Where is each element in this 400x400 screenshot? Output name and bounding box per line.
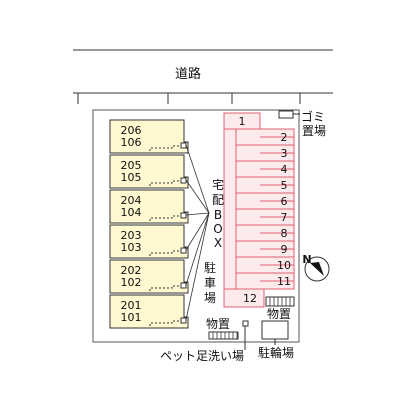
- garbage-label-1: ゴミ: [301, 109, 325, 124]
- building-outline: [109, 154, 189, 189]
- svg-text:O: O: [213, 222, 222, 236]
- building-outline: [109, 294, 189, 329]
- mailbox-marker: [180, 247, 187, 254]
- unit-number-lower: 102: [121, 276, 142, 289]
- bicycle-label: 駐輪場: [258, 345, 294, 360]
- leader-line: [185, 212, 210, 286]
- parking-space-number: 5: [281, 179, 288, 192]
- parking-aisle: [223, 128, 237, 290]
- leader-line: [185, 179, 210, 214]
- delivery-box-label: 宅 配 B O X: [212, 177, 224, 250]
- pipe-line: [149, 215, 181, 221]
- parking-space-number: 1: [239, 115, 246, 128]
- storage-bottom-box: [208, 331, 239, 340]
- parking-space-number: 7: [281, 211, 288, 224]
- bicycle-parking-box: [261, 320, 289, 340]
- pipe-line: [149, 250, 181, 256]
- svg-text:場: 場: [204, 291, 216, 305]
- mailbox-marker: [180, 142, 187, 149]
- delivery-box-leaders: [185, 144, 210, 321]
- unit-number-upper: 206: [121, 124, 142, 137]
- storage-right-box: [265, 296, 295, 307]
- building-outline: [109, 189, 189, 224]
- parking-space-number: 3: [281, 147, 288, 160]
- parking-space-number: 8: [281, 227, 288, 240]
- unit-number-lower: 104: [121, 206, 142, 219]
- parking-space-number: 9: [281, 243, 288, 256]
- garbage-area: [278, 110, 294, 119]
- unit-number-lower: 106: [121, 136, 142, 149]
- pipe-line: [149, 285, 181, 291]
- mailbox-marker: [180, 212, 187, 219]
- storage-right-label: 物置: [267, 307, 291, 321]
- unit-number-lower: 103: [121, 241, 142, 254]
- road-label: 道路: [175, 66, 201, 82]
- parking-label: 駐 車 場: [204, 260, 216, 305]
- parking-space-number: 2: [281, 131, 288, 144]
- pet-wash-label: ペット足洗い場: [160, 349, 244, 363]
- leader-line: [185, 212, 210, 321]
- unit-number-upper: 201: [121, 299, 142, 312]
- unit-number-upper: 205: [121, 159, 142, 172]
- mailbox-marker: [180, 282, 187, 289]
- pipe-line: [149, 145, 181, 151]
- mailbox-marker: [180, 317, 187, 324]
- unit-number-lower: 101: [121, 311, 142, 324]
- svg-text:宅: 宅: [212, 177, 224, 192]
- svg-text:車: 車: [204, 276, 216, 290]
- parking-space-number: 4: [281, 163, 288, 176]
- parking-space-number: 6: [281, 195, 288, 208]
- leader-line: [185, 212, 210, 251]
- unit-number-upper: 202: [121, 264, 142, 277]
- svg-text:X: X: [214, 236, 222, 250]
- parking-space-number: 12: [243, 292, 257, 305]
- pet-wash-marker: [242, 320, 249, 327]
- svg-text:駐: 駐: [204, 260, 216, 275]
- building-outline: [109, 119, 189, 154]
- storage-right-hatch: [269, 297, 291, 306]
- storage-bottom-hatch: [212, 332, 238, 339]
- storage-bottom-label: 物置: [206, 317, 230, 331]
- parking-space-number: 10: [277, 259, 291, 272]
- svg-text:配: 配: [212, 193, 224, 207]
- unit-number-upper: 203: [121, 229, 142, 242]
- compass-icon: N: [302, 253, 330, 282]
- svg-text:B: B: [214, 208, 222, 222]
- compass-letter: N: [302, 253, 311, 266]
- garbage-label-2: 置場: [302, 124, 326, 138]
- mailbox-marker: [180, 177, 187, 184]
- unit-number-lower: 105: [121, 171, 142, 184]
- pipe-line: [149, 180, 181, 186]
- leader-line: [185, 212, 210, 216]
- leader-line: [185, 144, 210, 214]
- parking-space-number: 11: [277, 275, 291, 288]
- pipe-line: [149, 320, 181, 326]
- unit-number-upper: 204: [121, 194, 142, 207]
- parking-space: [223, 288, 265, 308]
- building-outline: [109, 259, 189, 294]
